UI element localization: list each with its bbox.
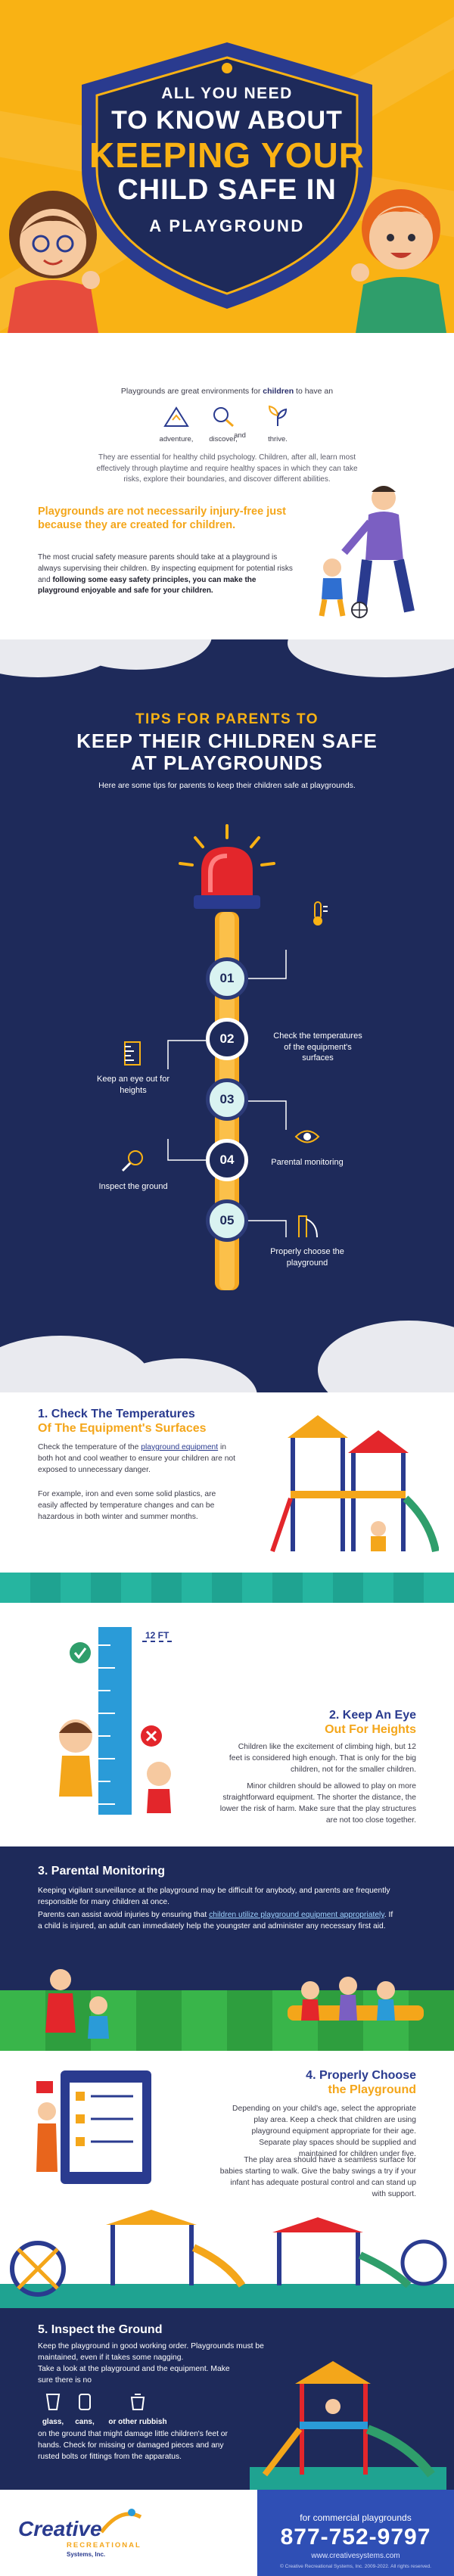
playground-equipment-link[interactable]: playground equipment (141, 1443, 219, 1451)
adventure-item: adventure, (151, 405, 201, 443)
s1-paragraph-1: Check the temperature of the playground … (38, 1443, 236, 1474)
thermometer-icon (313, 901, 328, 926)
s5-paragraph-3: on the ground that might damage little c… (38, 2430, 228, 2461)
tip-ground: Inspect the ground (88, 1148, 179, 1193)
height-chart-illustration-icon (59, 1627, 171, 1815)
can-icon (79, 2394, 91, 2410)
adventure-icon (163, 406, 189, 427)
website-link[interactable]: www.creativesystems.com (311, 2552, 400, 2560)
discover-item: discover, (198, 405, 248, 443)
playground-scene-icon (0, 2210, 454, 2308)
glass-icon (45, 2394, 61, 2410)
tip-choose-playground: Properly choose the playground (262, 1213, 353, 1268)
magnifier-icon (121, 1150, 143, 1172)
section-inspect-ground: 5. Inspect the Ground Keep the playgroun… (0, 2308, 454, 2490)
height-ruler-icon (124, 1041, 141, 1066)
hero-banner: ALL YOU NEED TO KNOW ABOUT KEEPING YOUR … (0, 0, 454, 333)
tip-heights: Keep an eye out for heights (88, 1041, 179, 1096)
logo-subtitle: RECREATIONAL (67, 2541, 141, 2550)
step-03: 03 (206, 1078, 248, 1121)
step-05: 05 (206, 1199, 248, 1242)
s4-heading: 4. Properly Choose the Playground (306, 2069, 416, 2096)
s2-paragraph-1: Children like the excitement of climbing… (229, 1743, 416, 1774)
father-and-child-illustration-icon (319, 486, 415, 618)
playground-tower-icon (250, 2361, 446, 2490)
shield-icon (82, 42, 372, 309)
thrive-item: thrive. (253, 405, 303, 443)
s5-paragraph-1: Keep the playground in good working orde… (38, 2342, 264, 2362)
tips-subtitle: Here are some tips for parents to keep t… (98, 781, 356, 790)
and-word: and (234, 431, 246, 440)
s1-paragraph-2: For example, iron and even some solid pl… (38, 1490, 216, 1521)
tip-temperature: Check the temperatures of the equipment'… (272, 901, 363, 1063)
step-04: 04 (206, 1139, 248, 1181)
hero-line-1: ALL YOU NEED (161, 85, 293, 102)
intro-paragraph-3: The most crucial safety measure parents … (38, 553, 293, 596)
intro-triad: adventure, discover, and thrive. (151, 405, 303, 450)
girl-illustration-icon (8, 191, 100, 333)
s1-heading: 1. Check The Temperatures Of The Equipme… (38, 1408, 207, 1435)
children-playing-icon (288, 1977, 424, 2021)
eye-icon (294, 1130, 320, 1143)
hero-line-4: CHILD SAFE IN (117, 174, 337, 206)
phone-number-link[interactable]: 877-752-9797 (280, 2525, 431, 2550)
intro-paragraph-2: They are essential for healthy child psy… (96, 453, 358, 484)
section-temperature: 1. Check The Temperatures Of The Equipme… (0, 1392, 454, 1604)
checklist-illustration-icon (36, 2070, 151, 2184)
tip-monitoring: Parental monitoring (262, 1124, 353, 1168)
s5-paragraph-2: Take a look at the playground and the eq… (38, 2365, 230, 2385)
s3-paragraph-1: Keeping vigilant surveillance at the pla… (38, 1887, 390, 1906)
s4-paragraph-1: Depending on your child's age, select th… (232, 2105, 416, 2158)
tips-section: TIPS FOR PARENTS TO KEEP THEIR CHILDREN … (0, 639, 454, 1392)
s2-heading: 2. Keep An Eye Out For Heights (325, 1709, 416, 1736)
step-02: 02 (206, 1018, 248, 1060)
parent-helping-child-icon (45, 1969, 109, 2039)
hero-line-2: TO KNOW ABOUT (111, 106, 343, 135)
discover-icon (213, 407, 234, 428)
intro-section: Playgrounds are great environments for c… (0, 333, 454, 639)
logo-systems: Systems, Inc. (67, 2551, 106, 2558)
hero-line-5: A PLAYGROUND (149, 216, 305, 235)
boy-illustration-icon (351, 189, 446, 333)
footer: Creative RECREATIONAL Systems, Inc. for … (0, 2490, 454, 2576)
footer-tagline: for commercial playgrounds (300, 2512, 412, 2523)
logo-swoosh-icon (100, 2509, 142, 2534)
siren-alarm-icon (179, 824, 275, 909)
s2-paragraph-2: Minor children should be allowed to play… (219, 1782, 416, 1825)
playground-structure-icon (270, 1415, 439, 1553)
thrive-icon (268, 405, 288, 426)
section-monitoring: 3. Parental Monitoring Keeping vigilant … (0, 1846, 454, 2051)
intro-paragraph-1: Playgrounds are great environments for c… (120, 387, 334, 396)
s3-paragraph-2: Parents can assist avoid injuries by ens… (38, 1911, 393, 1930)
step-01: 01 (206, 957, 248, 1000)
section-heights: 12 FT 2. Keep An Eye Out For Heights Chi… (0, 1604, 454, 1846)
intro-heading: Playgrounds are not necessarily injury-f… (38, 506, 286, 531)
rubbish-item: or other rubbish (100, 2393, 176, 2426)
logo-wordmark: Creative (18, 2517, 102, 2540)
tips-title: KEEP THEIR CHILDREN SAFE AT PLAYGROUNDS (76, 730, 378, 775)
slide-icon (298, 1215, 318, 1238)
glass-item: glass, (38, 2393, 68, 2426)
cans-item: cans, (70, 2393, 100, 2426)
s5-heading: 5. Inspect the Ground (38, 2323, 163, 2336)
footer-contact-panel: for commercial playgrounds 877-752-9797 … (257, 2490, 454, 2576)
ruler-label: 12 FT (142, 1630, 173, 1642)
section-choose-playground: 4. Properly Choose the Playground Depend… (0, 2051, 454, 2308)
trash-icon (130, 2394, 145, 2410)
s3-heading: 3. Parental Monitoring (38, 1865, 166, 1878)
appropriate-use-link[interactable]: children utilize playground equipment ap… (209, 1911, 384, 1919)
hero-line-3: KEEPING YOUR (89, 135, 365, 175)
tips-pre-title: TIPS FOR PARENTS TO (135, 711, 319, 727)
s4-paragraph-2: The play area should have a seamless sur… (219, 2156, 416, 2198)
copyright-text: © Creative Recreational Systems, Inc. 20… (280, 2564, 431, 2569)
